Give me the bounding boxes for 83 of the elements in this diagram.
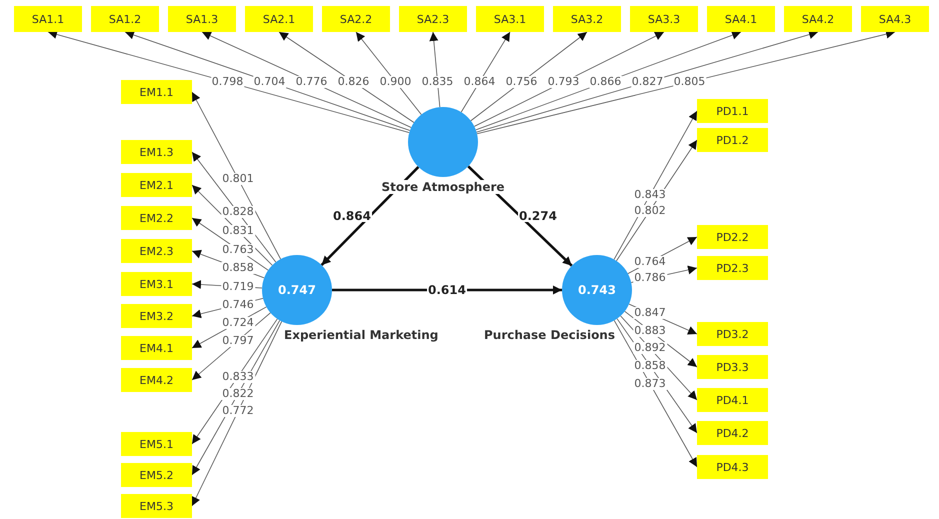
indicator-box: EM3.1 xyxy=(121,272,192,296)
loading-arrow xyxy=(476,30,818,133)
indicator-box: PD1.1 xyxy=(697,99,768,123)
loading-value: 0.746 xyxy=(221,298,255,311)
loading-value: 0.833 xyxy=(221,370,255,383)
construct-name: Store Atmosphere xyxy=(379,180,507,194)
indicator-box: EM3.2 xyxy=(121,304,192,328)
loading-value: 0.797 xyxy=(221,334,255,347)
loading-value: 0.826 xyxy=(336,76,370,88)
indicator-box: EM5.3 xyxy=(121,494,192,518)
loading-arrow xyxy=(475,30,742,130)
indicator-box: SA1.1 xyxy=(14,6,82,32)
loading-value: 0.847 xyxy=(633,307,667,320)
loading-value: 0.805 xyxy=(672,76,706,88)
construct-name: Purchase Decisions xyxy=(482,328,617,342)
loading-value: 0.892 xyxy=(633,342,667,354)
loading-value: 0.763 xyxy=(221,244,255,256)
indicator-box: EM2.2 xyxy=(121,206,192,230)
path-coefficient: 0.614 xyxy=(427,284,467,296)
loading-value: 0.883 xyxy=(633,324,667,337)
indicator-box: PD2.2 xyxy=(697,225,768,249)
loading-value: 0.831 xyxy=(221,225,255,237)
indicator-box: SA1.2 xyxy=(91,6,159,32)
indicator-box: SA2.1 xyxy=(245,6,313,32)
loading-value: 0.822 xyxy=(221,388,255,400)
loading-value: 0.786 xyxy=(633,272,667,284)
construct-name: Experiential Marketing xyxy=(282,328,440,342)
loading-arrow xyxy=(48,30,410,134)
loading-value: 0.900 xyxy=(378,76,412,88)
loading-value: 0.764 xyxy=(633,256,667,268)
indicator-box: PD3.2 xyxy=(697,322,768,346)
loading-value: 0.793 xyxy=(546,76,580,88)
loading-value: 0.756 xyxy=(504,76,538,88)
loading-value: 0.828 xyxy=(221,206,255,218)
loading-arrow xyxy=(124,30,410,131)
indicator-box: EM1.3 xyxy=(121,140,192,164)
loading-value: 0.802 xyxy=(633,204,667,216)
loading-value: 0.873 xyxy=(633,378,667,390)
loading-value: 0.719 xyxy=(221,280,255,293)
loading-value: 0.798 xyxy=(210,76,244,88)
r-squared-value: 0.743 xyxy=(578,283,616,297)
indicator-box: EM5.1 xyxy=(121,432,192,456)
loading-arrow xyxy=(278,32,414,123)
r-squared-value: 0.747 xyxy=(278,283,316,297)
indicator-box: EM2.1 xyxy=(121,173,192,197)
indicator-box: PD4.2 xyxy=(697,421,768,445)
indicator-box: SA4.2 xyxy=(784,6,852,32)
path-coefficient: 0.274 xyxy=(518,210,558,222)
loading-arrow xyxy=(476,30,896,134)
loading-value: 0.724 xyxy=(221,316,255,329)
loading-value: 0.835 xyxy=(420,76,454,88)
indicator-box: EM4.1 xyxy=(121,336,192,360)
indicator-box: SA2.3 xyxy=(399,6,467,32)
indicator-box: PD2.3 xyxy=(697,256,768,280)
indicator-box: PD4.3 xyxy=(697,455,768,479)
indicator-box: SA4.1 xyxy=(707,6,775,32)
loading-value: 0.801 xyxy=(221,172,255,185)
indicator-box: PD3.3 xyxy=(697,355,768,379)
loading-arrow xyxy=(474,32,664,127)
indicator-box: EM1.1 xyxy=(121,80,192,104)
loading-value: 0.866 xyxy=(588,76,622,88)
loading-value: 0.776 xyxy=(294,76,328,88)
indicator-box: SA4.3 xyxy=(861,6,929,32)
indicator-box: EM2.3 xyxy=(121,239,192,263)
loading-value: 0.858 xyxy=(221,262,255,274)
loading-value: 0.843 xyxy=(633,189,667,202)
indicator-box: EM4.2 xyxy=(121,368,192,392)
path-coefficient: 0.864 xyxy=(332,210,372,222)
loading-arrow xyxy=(470,32,588,122)
indicator-box: SA2.2 xyxy=(322,6,390,32)
indicator-box: PD4.1 xyxy=(697,388,768,412)
indicator-box: EM5.2 xyxy=(121,463,192,487)
indicator-box: SA3.1 xyxy=(476,6,544,32)
loading-value: 0.704 xyxy=(252,76,286,88)
loading-value: 0.772 xyxy=(221,405,255,418)
loading-value: 0.827 xyxy=(630,76,664,88)
loading-arrow xyxy=(192,92,281,260)
indicator-box: PD1.2 xyxy=(697,128,768,152)
loading-value: 0.864 xyxy=(462,76,496,88)
indicator-box: SA1.3 xyxy=(168,6,236,32)
indicator-box: SA3.2 xyxy=(553,6,621,32)
loading-value: 0.858 xyxy=(633,360,667,372)
indicator-box: SA3.3 xyxy=(630,6,698,32)
